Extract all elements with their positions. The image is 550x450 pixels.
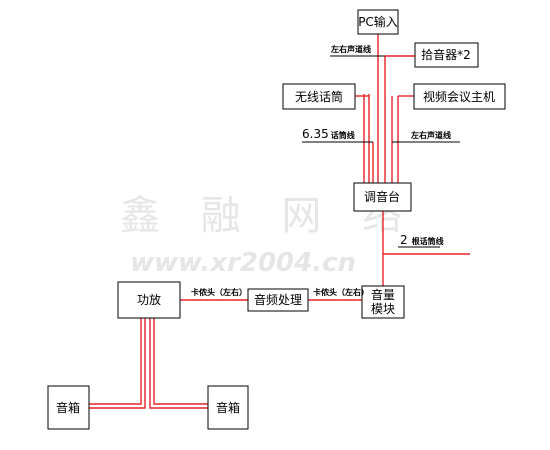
volume-module-label-line1: 音量 xyxy=(371,287,395,302)
mic-line-2-value: 2 xyxy=(400,233,408,247)
canon-left-label: 卡侬头（左右） xyxy=(191,287,247,297)
signal-wires xyxy=(89,34,470,409)
mixer-box: 调音台 xyxy=(353,182,412,212)
left-speaker-box: 音箱 xyxy=(47,385,90,430)
left-speaker-label: 音箱 xyxy=(56,400,80,415)
amplifier-box: 功放 xyxy=(117,281,181,319)
wire-amp-to-left-speaker xyxy=(89,318,146,409)
audio-processor-box: 音频处理 xyxy=(247,288,309,312)
video-conf-host-label: 视频会议主机 xyxy=(423,89,495,104)
right-speaker-label: 音箱 xyxy=(216,400,240,415)
wire-amp-to-right-speaker-b xyxy=(153,318,208,405)
pickup-box: 拾音器*2 xyxy=(414,42,479,68)
lr-audio-line-top-label: 左右声道线 xyxy=(330,44,371,54)
mixer-label: 调音台 xyxy=(364,189,400,204)
pc-input-label: PC输入 xyxy=(358,14,398,29)
canon-right-label: 卡侬头（左右） xyxy=(313,287,369,297)
annotation-leaders xyxy=(302,55,460,248)
amplifier-label: 功放 xyxy=(137,292,161,307)
pc-input-box: PC输入 xyxy=(357,9,399,35)
video-conf-host-box: 视频会议主机 xyxy=(413,83,506,110)
mic-line-2-text: 根话筒线 xyxy=(412,236,444,246)
audio-processor-label: 音频处理 xyxy=(254,292,302,307)
mic-line-2-label: 2 根话筒线 xyxy=(400,233,444,247)
lr-audio-line-right-label: 左右声道线 xyxy=(410,130,451,140)
volume-module-box: 音量 模块 xyxy=(361,285,405,319)
wire-amp-to-left-speaker-b xyxy=(89,318,142,405)
mic-line-635-value: 6.35 xyxy=(302,127,329,141)
wireless-mic-box: 无线话筒 xyxy=(282,83,356,110)
pickup-label: 拾音器*2 xyxy=(421,47,471,62)
wire-amp-to-right-speaker xyxy=(149,318,208,409)
wireless-mic-label: 无线话筒 xyxy=(295,89,343,104)
right-speaker-box: 音箱 xyxy=(207,385,249,430)
mic-line-635-text: 话筒线 xyxy=(331,130,355,140)
volume-module-label-line2: 模块 xyxy=(371,302,395,316)
watermark-url: www.xr2004.cn xyxy=(130,248,356,278)
